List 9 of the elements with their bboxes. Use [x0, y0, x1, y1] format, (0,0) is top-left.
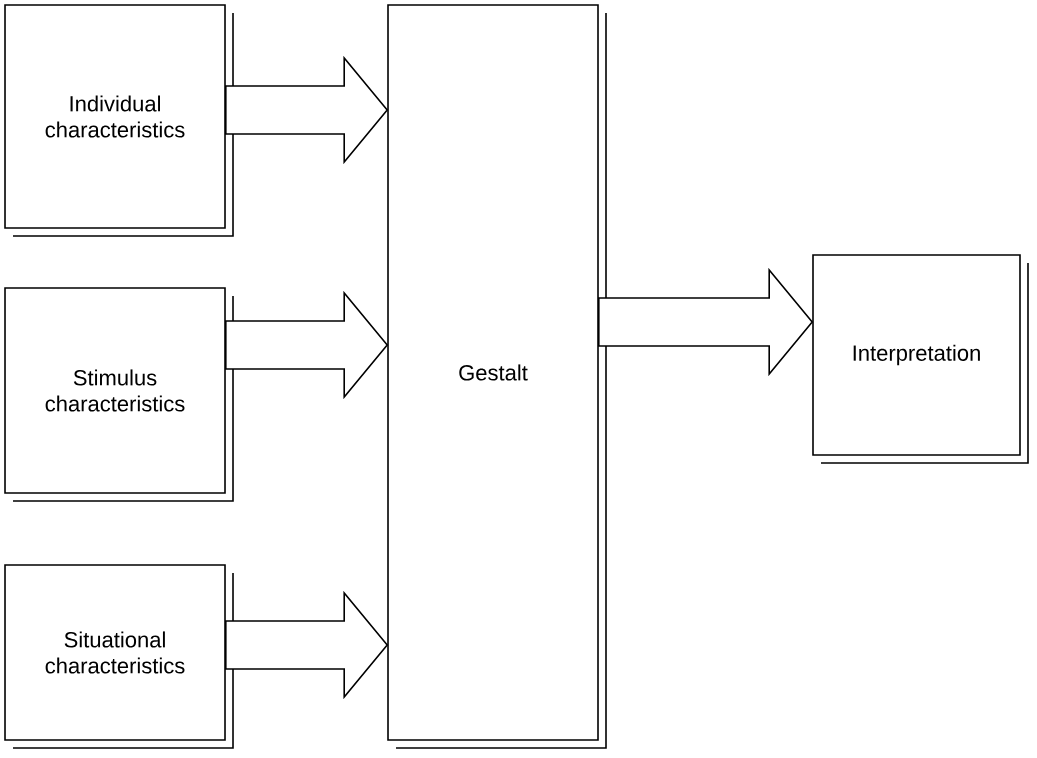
block-arrow: [225, 590, 389, 700]
process-box: Gestalt: [387, 4, 607, 749]
process-box: Situational characteristics: [4, 564, 234, 749]
process-box: Individual characteristics: [4, 4, 234, 237]
process-box: Stimulus characteristics: [4, 287, 234, 502]
block-arrow: [225, 55, 389, 165]
block-arrow: [225, 290, 389, 400]
block-arrow: [598, 267, 814, 377]
process-box: Interpretation: [812, 254, 1029, 464]
